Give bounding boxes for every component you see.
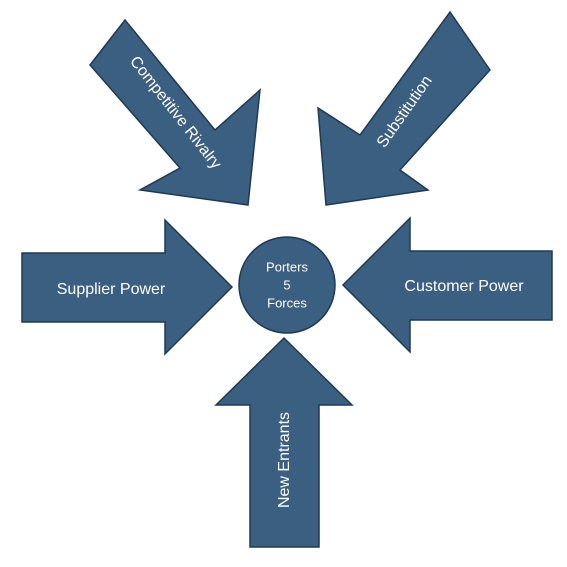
supplier-power-label: Supplier Power	[57, 281, 166, 298]
substitution-arrow: Substitution	[317, 10, 491, 206]
new-entrants-arrow: New Entrants	[214, 336, 354, 548]
new-entrants-arrow-shape	[214, 336, 354, 548]
hub-label-line-3: Forces	[267, 295, 307, 310]
porters-five-forces-hub: Porters 5 Forces	[238, 236, 336, 334]
customer-power-arrow: Customer Power	[341, 216, 553, 354]
hub-label-line-1: Porters	[266, 259, 308, 274]
competitive-rivalry-arrow: Competitive Rivalry	[89, 18, 261, 206]
new-entrants-label: New Entrants	[276, 412, 293, 508]
customer-power-arrow-shape	[341, 216, 553, 354]
supplier-power-arrow: Supplier Power	[21, 218, 234, 356]
substitution-arrow-shape	[317, 10, 491, 206]
hub-circle	[238, 236, 336, 334]
supplier-power-arrow-shape	[21, 218, 234, 356]
customer-power-label: Customer Power	[404, 278, 524, 295]
hub-label-line-2: 5	[283, 277, 290, 292]
competitive-rivalry-arrow-shape	[89, 18, 261, 206]
